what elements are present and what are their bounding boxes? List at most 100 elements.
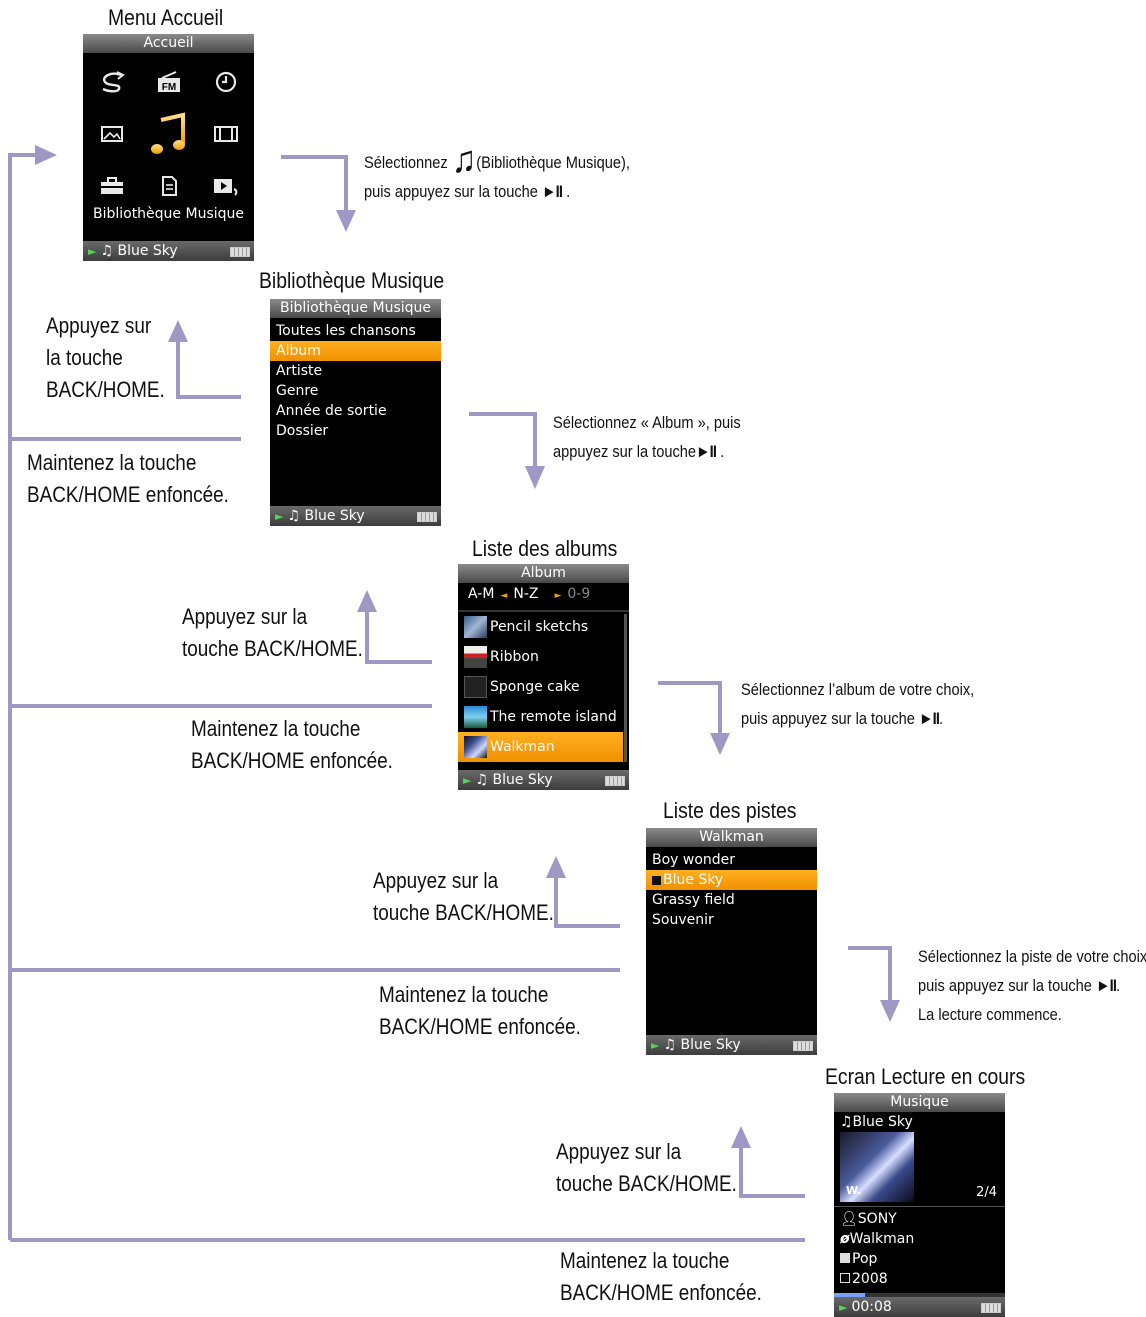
track-item-souvenir[interactable]: Souvenir <box>652 912 714 928</box>
progress-fill <box>834 1293 865 1297</box>
arrow-step1 <box>281 155 348 220</box>
track-item-blue-sky[interactable]: Blue Sky <box>646 870 817 890</box>
instruction-text: . <box>1116 976 1121 995</box>
library-item-all-songs[interactable]: Toutes les chansons <box>276 323 416 339</box>
library-screen: Bibliothèque Musique Toutes les chansons… <box>270 299 441 526</box>
genre-icon <box>840 1253 850 1263</box>
album-footer-song: ♫ Blue Sky <box>475 772 553 788</box>
battery-icon <box>981 1303 1001 1313</box>
divider <box>834 1206 1005 1207</box>
calendar-icon <box>840 1273 850 1283</box>
note-line: la touche <box>46 345 123 370</box>
video-icon[interactable] <box>197 108 254 160</box>
tab-0-9[interactable]: 0-9 <box>567 586 591 602</box>
home-menu-screen: Accueil FM Bibliothèque Musique ► <box>83 34 254 261</box>
home-return-line <box>8 153 45 1240</box>
album-item-pencil-sketchs[interactable]: Pencil sketchs <box>458 612 623 642</box>
photo-icon[interactable] <box>83 108 140 160</box>
disc-icon: ø <box>840 1231 850 1247</box>
music-note-icon: ♫ <box>451 139 477 181</box>
album-art <box>464 616 487 638</box>
album-list: Pencil sketchs Ribbon Sponge cake The re… <box>458 612 623 762</box>
library-item-folder[interactable]: Dossier <box>276 423 329 439</box>
music-note-icon[interactable] <box>140 108 197 160</box>
person-icon: 👤︎ <box>840 1211 858 1227</box>
year-row: 2008 <box>834 1269 1005 1289</box>
track-title: Blue Sky <box>663 872 724 888</box>
album-art <box>840 1132 914 1202</box>
shuffle-icon[interactable] <box>83 56 140 108</box>
divider <box>458 610 629 612</box>
album-art <box>464 646 487 668</box>
track-footer: ►♫ Blue Sky <box>646 1035 817 1055</box>
now-playing-footer: ►00:08 <box>834 1297 1005 1317</box>
artist-name: SONY <box>857 1211 897 1227</box>
note-back-4: Appuyez sur la touche BACK/HOME. <box>556 1136 737 1200</box>
instruction-text: puis appuyez sur la touche <box>741 709 915 728</box>
album-az-tabs: A-M ◄ N-Z ► 0-9 <box>458 583 629 605</box>
fm-radio-icon[interactable]: FM <box>140 56 197 108</box>
note-hold-3: Maintenez la touche BACK/HOME enfoncée. <box>379 979 581 1043</box>
album-list-screen: Album A-M ◄ N-Z ► 0-9 Pencil sketchs Ribbon … <box>458 564 629 790</box>
progress-bar[interactable] <box>834 1293 1005 1297</box>
note-line: BACK/HOME. <box>46 377 165 402</box>
instruction-text: Sélectionnez l’album de votre choix, <box>741 680 975 699</box>
instruction-text: . <box>720 442 725 461</box>
genre-name: Pop <box>852 1251 878 1267</box>
note-back-2: Appuyez sur la touche BACK/HOME. <box>182 601 363 665</box>
note-line: touche BACK/HOME. <box>373 900 554 925</box>
scrollbar[interactable] <box>624 614 627 762</box>
library-item-year[interactable]: Année de sortie <box>276 403 387 419</box>
now-playing-header: Musique <box>834 1093 1005 1112</box>
library-item-album[interactable]: Album <box>270 341 441 361</box>
library-menu-list: Toutes les chansons Album Artiste Genre … <box>270 318 441 441</box>
tab-n-z[interactable]: N-Z <box>513 586 539 602</box>
home-selected-label: Bibliothèque Musique <box>92 206 245 222</box>
album-footer: ►♫ Blue Sky <box>458 770 629 790</box>
album-item-remote-island[interactable]: The remote island <box>458 702 623 732</box>
album-name: Walkman <box>849 1231 915 1247</box>
album-item-ribbon[interactable]: Ribbon <box>458 642 623 672</box>
artist-row: 👤︎SONY <box>834 1209 1005 1229</box>
tab-a-m[interactable]: A-M <box>468 586 495 602</box>
note-line: Appuyez sur la <box>182 604 308 629</box>
album-item-sponge-cake[interactable]: Sponge cake <box>458 672 623 702</box>
genre-row: Pop <box>834 1249 1005 1269</box>
track-item-grassy-field[interactable]: Grassy field <box>652 892 735 908</box>
note-line: Maintenez la touche <box>560 1248 730 1273</box>
walkman-logo-icon: W. <box>846 1184 862 1197</box>
library-item-artist[interactable]: Artiste <box>276 363 323 379</box>
album-item-walkman[interactable]: Walkman <box>458 732 623 762</box>
now-playing-icon[interactable] <box>197 160 254 212</box>
left-arrow-icon: ◄ <box>500 591 508 601</box>
library-footer: ►♫ Blue Sky <box>270 506 441 526</box>
note-back-1: Appuyez sur la touche BACK/HOME. <box>46 310 165 406</box>
play-pause-icon: ►II <box>542 182 563 201</box>
album-header: Album <box>458 564 629 583</box>
title-now-playing: Ecran Lecture en cours <box>825 1064 1026 1089</box>
title-track-list: Liste des pistes <box>663 798 797 823</box>
clock-icon[interactable] <box>197 56 254 108</box>
note-hold-4: Maintenez la touche BACK/HOME enfoncée. <box>560 1245 762 1309</box>
track-item-boy-wonder[interactable]: Boy wonder <box>652 852 736 868</box>
right-arrow-icon: ► <box>554 591 562 601</box>
note-line: Appuyez sur <box>46 313 152 338</box>
podcast-icon[interactable] <box>140 160 197 212</box>
release-year: 2008 <box>852 1271 888 1287</box>
arrowhead-step1 <box>336 210 356 232</box>
library-item-genre[interactable]: Genre <box>276 383 319 399</box>
note-hold-1: Maintenez la touche BACK/HOME enfoncée. <box>27 447 229 511</box>
play-pause-icon: ►II <box>696 442 717 461</box>
elapsed-time: 00:08 <box>851 1299 892 1315</box>
arrow-back2 <box>365 600 432 664</box>
instruction-text: appuyez sur la touche <box>553 442 697 461</box>
settings-toolbox-icon[interactable] <box>83 160 140 212</box>
instruction-text: Sélectionnez la piste de votre choix, <box>918 947 1146 966</box>
album-title: Ribbon <box>490 649 539 665</box>
arrow-back3 <box>554 866 620 928</box>
arrowhead-home <box>35 145 57 165</box>
title-album-list: Liste des albums <box>472 536 618 561</box>
note-line: BACK/HOME enfoncée. <box>379 1014 581 1039</box>
now-playing-screen: Musique ♫Blue Sky W. 2/4 👤︎SONY øWalkman… <box>834 1093 1005 1317</box>
album-art <box>464 676 487 698</box>
